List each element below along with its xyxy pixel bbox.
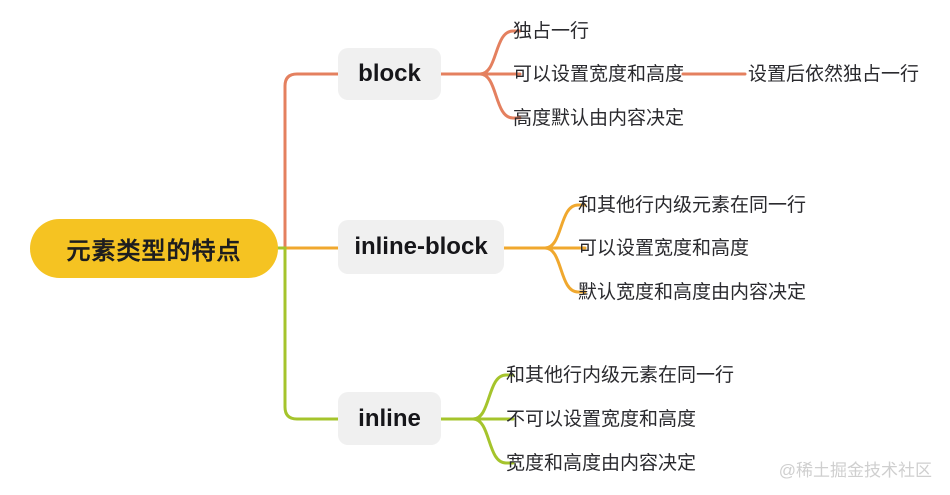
watermark: @稀土掘金技术社区: [778, 461, 932, 480]
leaf-block-1[interactable]: 独占一行: [513, 21, 590, 42]
root-node[interactable]: 元素类型的特点: [30, 219, 278, 278]
edge-inline-block-to-leaf-3: [543, 246, 587, 294]
leaf-inline-1[interactable]: 和其他行内级元素在同一行: [506, 365, 735, 386]
branch-node-block[interactable]: block: [338, 48, 441, 100]
edge-inline-to-leaf-1: [471, 373, 515, 421]
leaf-inline-block-2[interactable]: 可以设置宽度和高度: [578, 238, 750, 259]
edge-root-to-block: [276, 72, 340, 250]
branch-node-inline-block[interactable]: inline-block: [338, 220, 504, 274]
branch-node-inline[interactable]: inline: [338, 392, 441, 445]
leaf-inline-3[interactable]: 宽度和高度由内容决定: [506, 453, 697, 474]
leaf-inline-block-1[interactable]: 和其他行内级元素在同一行: [578, 195, 807, 216]
root-node-label: 元素类型的特点: [66, 238, 242, 265]
leaf-block-3[interactable]: 高度默认由内容决定: [513, 108, 685, 129]
leaf-inline-2[interactable]: 不可以设置宽度和高度: [506, 409, 697, 430]
leaf-block-2-sub-1[interactable]: 设置后依然独占一行: [748, 64, 920, 85]
branch-node-inline-block-label: inline-block: [354, 233, 488, 260]
edge-root-to-inline: [276, 246, 340, 421]
leaf-inline-block-3[interactable]: 默认宽度和高度由内容决定: [578, 282, 807, 303]
branch-node-inline-label: inline: [358, 404, 421, 432]
edge-block-to-leaf-3: [478, 72, 522, 120]
edge-inline-to-leaf-3: [471, 417, 515, 465]
leaf-block-2[interactable]: 可以设置宽度和高度: [513, 64, 685, 85]
branch-node-block-label: block: [358, 60, 421, 87]
